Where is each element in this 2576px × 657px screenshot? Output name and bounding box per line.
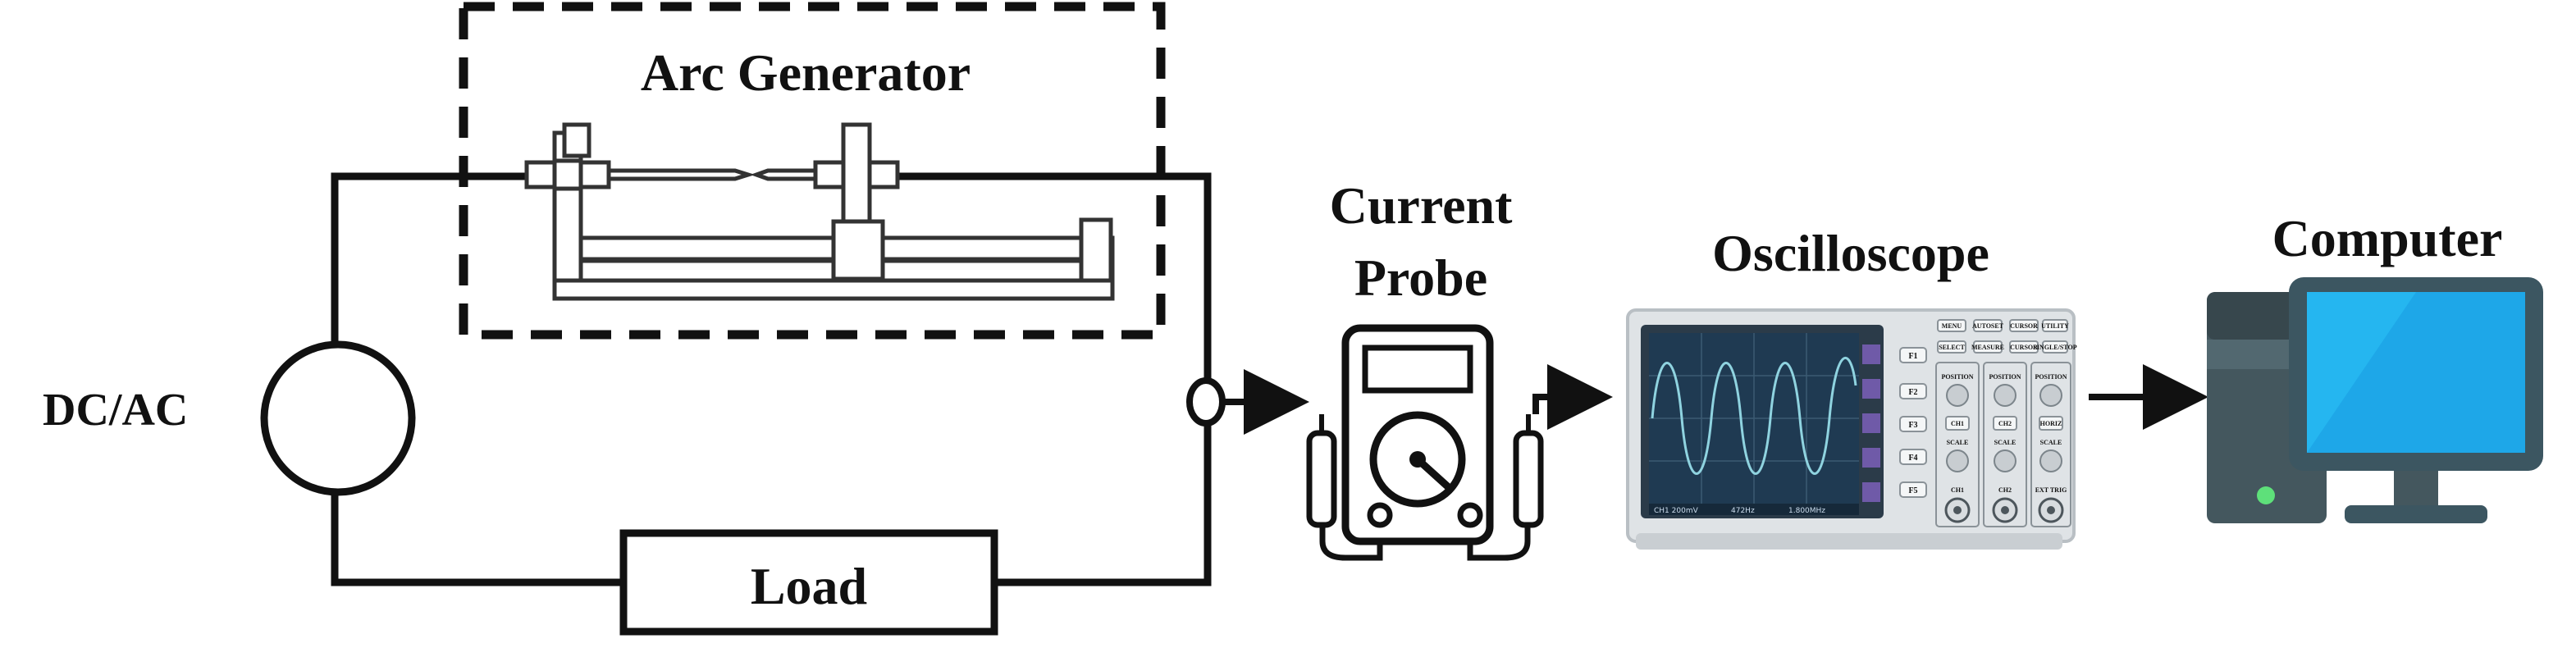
computer-label: Computer [2272,209,2503,267]
arc-generator-box [459,2,1166,340]
scope-status-rate: 1.800MHz [1788,507,1825,515]
scope-measure: MEASURE [1971,344,2004,351]
scope-f5: F5 [1908,486,1917,495]
load-label: Load [751,557,867,615]
scope-ch2-input: CH2 [1998,486,2012,494]
scope-select: SELECT [1939,344,1965,351]
scope-ch1-position: POSITION [1941,373,1973,381]
probe-node [1186,377,1226,427]
scope-f2: F2 [1908,388,1917,397]
scope-utility: UTILITY [2041,322,2069,330]
computer-icon [2207,277,2543,523]
power-led [2257,486,2275,504]
scope-cursor-top: CURSOR [2010,322,2038,330]
scope-horiz-scale: SCALE [2040,439,2062,446]
scope-f1: F1 [1908,352,1917,361]
arc-generator-label: Arc Generator [641,43,971,102]
scope-cursor: CURSOR [2010,344,2038,351]
scope-ch2-button: CH2 [1998,420,2012,427]
waveform-trace [1651,357,1857,475]
circuit-wires [331,172,1212,586]
scope-horiz-position: POSITION [2035,373,2067,381]
scope-single-stop: SINGLE/STOP [2033,344,2076,351]
scope-menu: MENU [1942,322,1962,330]
load-resistor [619,529,998,636]
source-label: DC/AC [43,385,188,436]
scope-ch1-scale: SCALE [1947,439,1969,446]
scope-ch1-button: CH1 [1951,420,1964,427]
current-probe-label-line2: Probe [1354,249,1487,307]
arc-generator-apparatus [524,122,1115,301]
scope-f4: F4 [1908,454,1917,463]
scope-ch1-input: CH1 [1951,486,1964,494]
scope-ch2-scale: SCALE [1994,439,2016,446]
ac-source-symbol [260,340,416,496]
oscilloscope-icon: CH1 200mV 472Hz 1.800MHz F1 F2 F3 F4 F5 [1626,308,2077,550]
multimeter-icon [1306,324,1544,561]
oscilloscope-label: Oscilloscope [1712,224,1989,282]
current-probe-label-line1: Current [1330,176,1513,235]
scope-horiz-button: HORIZ [2040,420,2062,427]
scope-status-freq: 472Hz [1731,507,1755,515]
scope-autoset: AUTOSET [1972,322,2004,330]
scope-ch2-position: POSITION [1989,373,2021,381]
scope-ext-trig-input: EXT TRIG [2035,486,2067,494]
scope-f3: F3 [1908,421,1917,430]
arrow-to-oscilloscope [1532,364,1613,430]
scope-status-ch: CH1 200mV [1654,507,1699,515]
